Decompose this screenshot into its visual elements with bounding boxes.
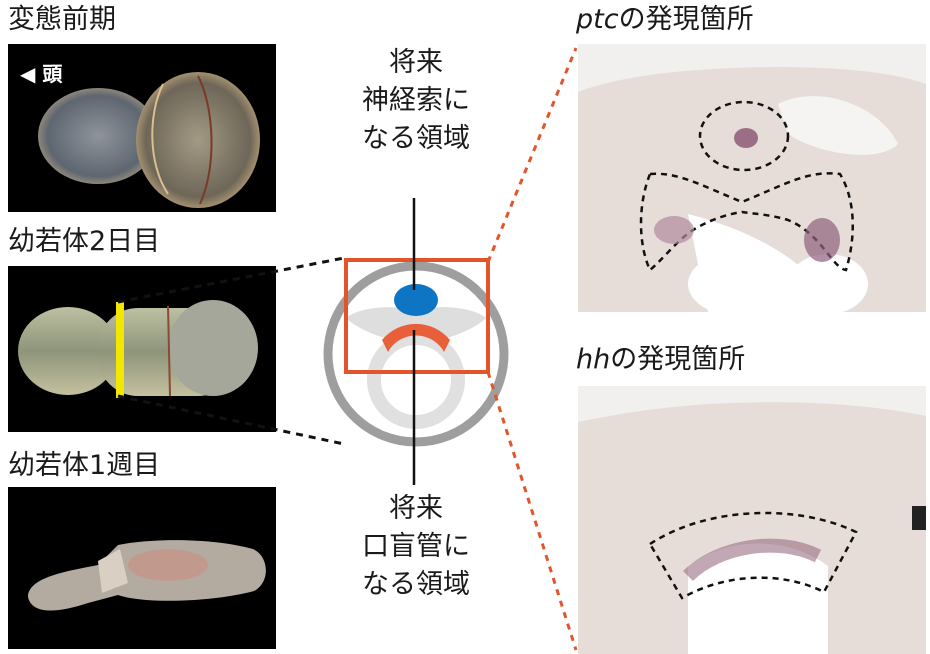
future-stomochord-region [382, 323, 450, 352]
nerve-label-line2: 神経索に [362, 85, 470, 116]
hh-micrograph-drawing [578, 386, 926, 654]
head-direction-label: ◀ 頭 [20, 62, 63, 86]
future-nerve-cord-label: 将来 神経索に なる領域 [346, 44, 486, 158]
hh-label-suffix: の発現箇所 [610, 344, 746, 375]
ptc-expression-label: ptcの発現箇所 [576, 6, 754, 33]
hh-section-micrograph [578, 386, 926, 654]
stage-label-juvenile-day2: 幼若体2日目 [8, 226, 161, 257]
nerve-label-line1: 将来 [389, 47, 443, 78]
larva-photo-premetamorphic: ◀ 頭 [8, 44, 276, 212]
stage-label-premetamorphic: 変態前期 [8, 4, 116, 35]
larva-photo-juvenile-week1 [8, 487, 276, 649]
inner-ring [367, 331, 465, 429]
larva-week1-drawing [28, 540, 266, 611]
hh-expression-outline [648, 511, 858, 600]
gray-tissue-shape [346, 307, 486, 340]
cross-section-diagram [323, 258, 509, 447]
ptc-micrograph-drawing [578, 44, 926, 312]
nerve-label-line3: なる領域 [362, 123, 470, 154]
future-nerve-cord-region [394, 284, 438, 316]
stage-label-juvenile-week1: 幼若体1週目 [8, 450, 161, 481]
stomochord-label-line2: 口盲管に [362, 531, 470, 562]
nerve-cord-outline [698, 100, 790, 172]
larva-photo-juvenile-day2 [8, 266, 276, 432]
ptc-label-suffix: の発現箇所 [618, 4, 754, 35]
hh-gene-name: hh [576, 344, 611, 375]
larva-premetamorphic-drawing [38, 72, 260, 208]
ptc-gene-name: ptc [576, 4, 619, 35]
hh-expression-label: hhの発現箇所 [576, 346, 745, 373]
stomochord-label-line3: なる領域 [362, 569, 470, 600]
body-wall-ring [323, 261, 509, 447]
stomochord-label-line1: 将来 [389, 493, 443, 524]
ptc-section-micrograph [578, 44, 926, 312]
ptc-expression-outline [639, 172, 854, 273]
section-plane-marker [116, 302, 124, 398]
zoom-box [344, 258, 490, 374]
future-stomochord-label: 将来 口盲管に なる領域 [346, 490, 486, 604]
zoom-line-orange-top [486, 47, 578, 263]
larva-day2-drawing [18, 300, 258, 398]
